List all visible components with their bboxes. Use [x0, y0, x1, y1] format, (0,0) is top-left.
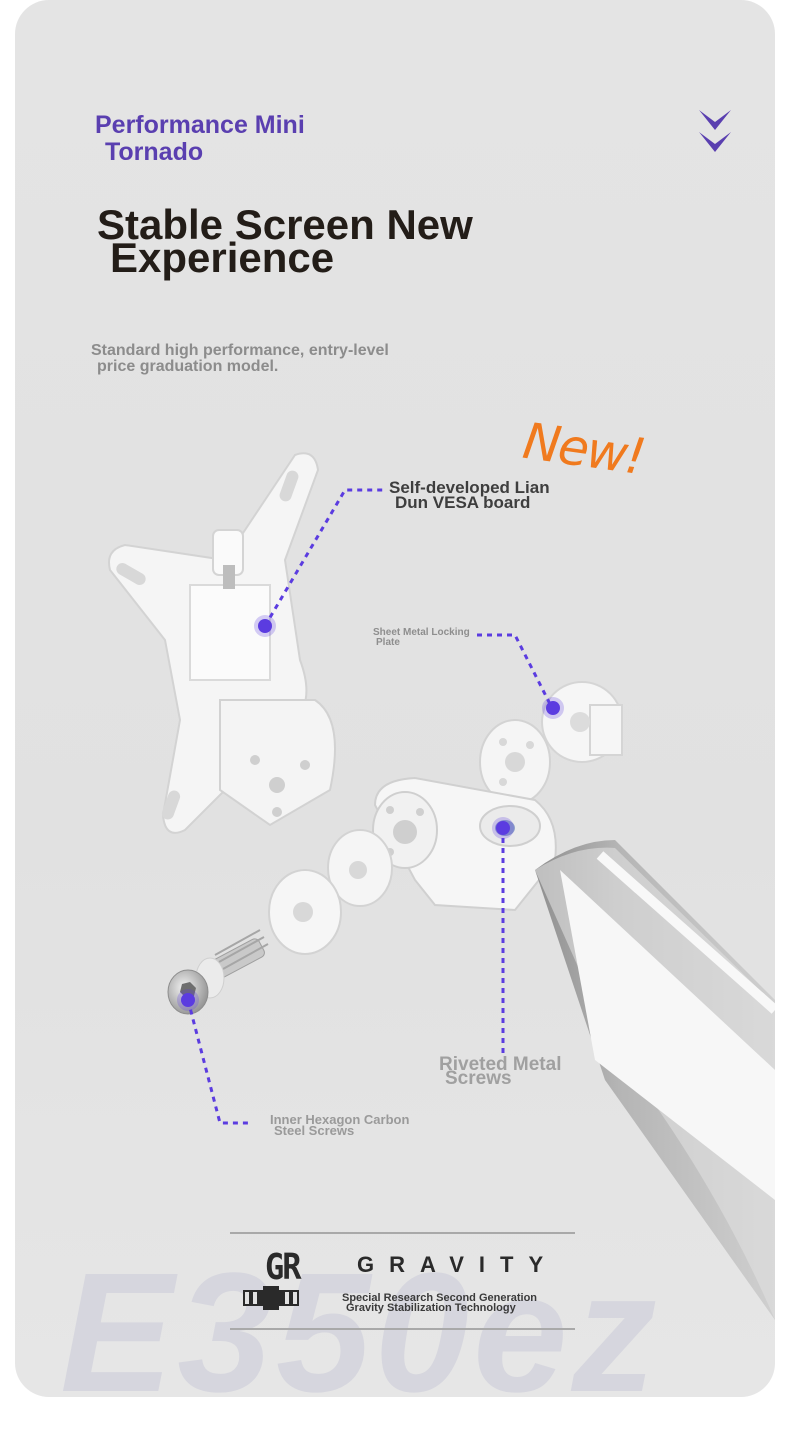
callout-line-plate: [477, 633, 553, 707]
callout-plate-line-2: Plate: [376, 637, 400, 648]
washer-part: [268, 829, 393, 955]
subhead-line-1: Standard high performance, entry-level: [91, 342, 389, 359]
joint-block-part: [372, 776, 557, 912]
brand-logo-mark: GR: [265, 1246, 302, 1288]
callout-line-hex: [186, 999, 252, 1125]
callout-rivet-line-1: Riveted Metal: [439, 1054, 562, 1075]
callout-rivet-line-2: Screws: [445, 1068, 512, 1089]
monitor-arm-illustration: [108, 452, 775, 1330]
callout-plate-line-1: Sheet Metal Locking: [373, 627, 470, 638]
divider-top: [230, 1232, 575, 1234]
callout-locking-plate: Sheet Metal Locking Plate: [373, 628, 470, 648]
vesa-plate-part: [108, 452, 336, 834]
brand-name: GRAVITY: [357, 1252, 559, 1277]
product-card: E350ez Performance Mini Tornado Stable S…: [15, 0, 775, 1397]
eyebrow-line-2: Tornado: [105, 138, 204, 166]
locking-plate-part: [479, 681, 623, 805]
headline-line-1: Stable Screen New: [97, 201, 473, 248]
page-title: Stable Screen New Experience: [97, 204, 537, 281]
callout-vesa-line-1: Self-developed Lian: [389, 478, 550, 497]
callout-riveted-screws: Riveted Metal Screws: [439, 1054, 562, 1089]
callout-hex-screws: Inner Hexagon Carbon Steel Screws: [270, 1112, 410, 1138]
callout-hex-line-1: Inner Hexagon Carbon: [270, 1112, 410, 1127]
headline-line-2: Experience: [110, 234, 335, 281]
page-subtitle: Standard high performance, entry-level p…: [91, 343, 561, 375]
callout-hex-line-2: Steel Screws: [274, 1123, 355, 1138]
callout-line-vesa: [263, 488, 387, 627]
eyebrow-line-1: Performance Mini: [95, 111, 305, 139]
tagline-line-1: Special Research Second Generation: [342, 1292, 538, 1304]
double-chevron-down-icon[interactable]: [695, 108, 735, 154]
tagline-line-2: Gravity Stabilization Technology: [346, 1302, 516, 1314]
brand-tagline: Special Research Second Generation Gravi…: [342, 1292, 538, 1314]
hex-bolt-part: [167, 929, 269, 1015]
gravity-emblem-icon: [243, 1286, 299, 1310]
callout-vesa-board: Self-developed Lian Dun VESA board: [389, 478, 550, 512]
product-eyebrow: Performance Mini Tornado: [95, 112, 355, 166]
callout-vesa-line-2: Dun VESA board: [395, 493, 531, 512]
divider-bottom: [230, 1328, 575, 1330]
gas-spring-arm-part: [535, 840, 775, 1320]
model-watermark: E350ez: [60, 1238, 661, 1397]
subhead-line-2: price graduation model.: [97, 358, 279, 375]
